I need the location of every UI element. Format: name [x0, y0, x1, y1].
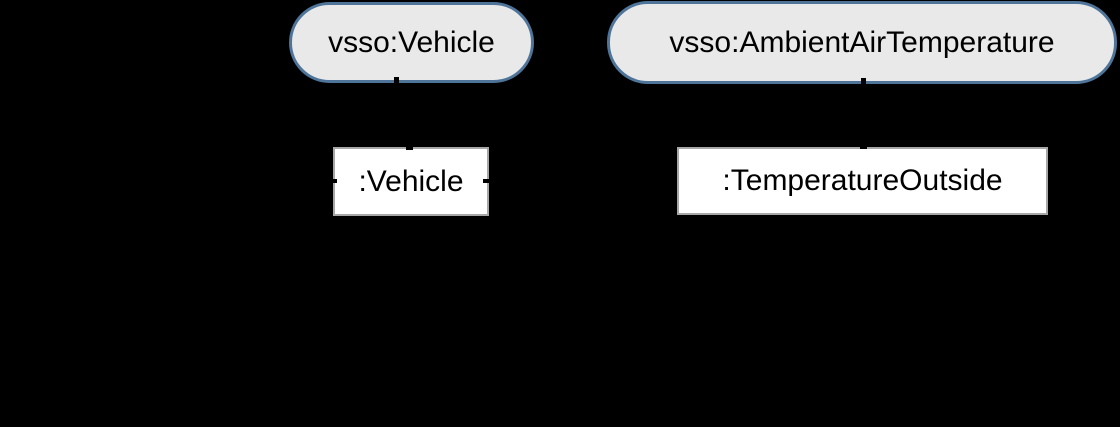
- class-node-vsso-vehicle-label: vsso:Vehicle: [328, 25, 495, 59]
- connector-arrow-fragment: [406, 143, 413, 150]
- class-node-vsso-vehicle: vsso:Vehicle: [289, 2, 534, 83]
- class-node-vsso-ambient-air-temperature: vsso:AmbientAirTemperature: [607, 1, 1117, 84]
- connector-arrow-fragment: [860, 142, 867, 149]
- connector-arrow-fragment: [861, 78, 866, 86]
- instance-node-vehicle: :Vehicle: [333, 147, 489, 216]
- class-node-vsso-ambient-air-temperature-label: vsso:AmbientAirTemperature: [669, 25, 1055, 59]
- connector-arrow-fragment: [483, 179, 494, 183]
- instance-node-vehicle-label: :Vehicle: [358, 164, 464, 198]
- instance-node-temperature-outside: :TemperatureOutside: [677, 147, 1048, 215]
- connector-arrow-fragment: [394, 77, 399, 85]
- instance-node-temperature-outside-label: :TemperatureOutside: [722, 164, 1003, 197]
- connector-arrow-fragment: [328, 179, 337, 183]
